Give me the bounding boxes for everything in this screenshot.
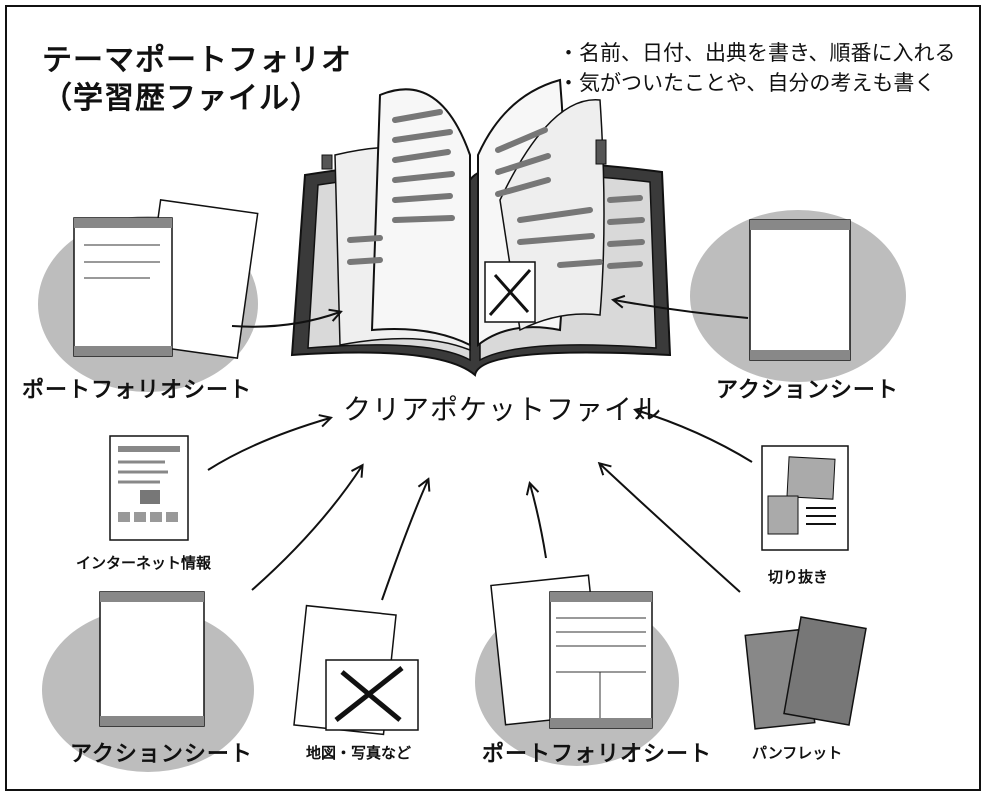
label-clipping: 切り抜き — [768, 568, 829, 586]
page-title: テーマポートフォリオ （学習歴ファイル） — [42, 42, 352, 118]
arrow-portfolio-left — [231, 312, 340, 328]
label-map-photo: 地図・写真など — [306, 744, 412, 762]
note-2: ・気がついたことや、自分の考えも書く — [558, 71, 936, 95]
arrow-clipping — [636, 410, 753, 463]
internet-info-illustration — [109, 435, 189, 541]
label-action-left: アクションシート — [70, 742, 253, 767]
pamphlet-illustration — [744, 616, 867, 730]
arrows — [207, 300, 753, 601]
arrow-map — [381, 480, 428, 601]
portfolio-sheet-left-illustration — [73, 199, 259, 359]
label-internet: インターネット情報 — [76, 554, 212, 572]
arrow-portfolio-bottom — [530, 484, 547, 559]
arrow-action-right — [614, 300, 749, 319]
portfolio-sheet-bottom-illustration — [490, 574, 653, 729]
clipping-illustration — [761, 445, 849, 551]
arrow-action-left — [251, 466, 362, 591]
map-photo-illustration — [293, 604, 419, 736]
arrow-pamphlet — [600, 464, 741, 593]
action-sheet-right-illustration — [749, 219, 851, 361]
note-1: ・名前、日付、出典を書き、順番に入れる — [558, 41, 956, 65]
label-action-right: アクションシート — [716, 378, 899, 403]
action-sheet-left-illustration — [99, 591, 205, 727]
label-portfolio-left: ポートフォリオシート — [22, 378, 253, 403]
title-line2: （学習歴ファイル） — [42, 81, 321, 116]
title-line1: テーマポートフォリオ — [42, 43, 352, 78]
instruction-notes: ・名前、日付、出典を書き、順番に入れる ・気がついたことや、自分の考えも書く — [558, 38, 956, 98]
center-label: クリアポケットファイル — [343, 393, 663, 426]
frame — [5, 5, 981, 791]
label-portfolio-bottom: ポートフォリオシート — [482, 742, 713, 767]
arrow-internet — [207, 418, 330, 471]
label-pamphlet: パンフレット — [752, 744, 843, 762]
clear-pocket-file-illustration — [290, 78, 672, 377]
